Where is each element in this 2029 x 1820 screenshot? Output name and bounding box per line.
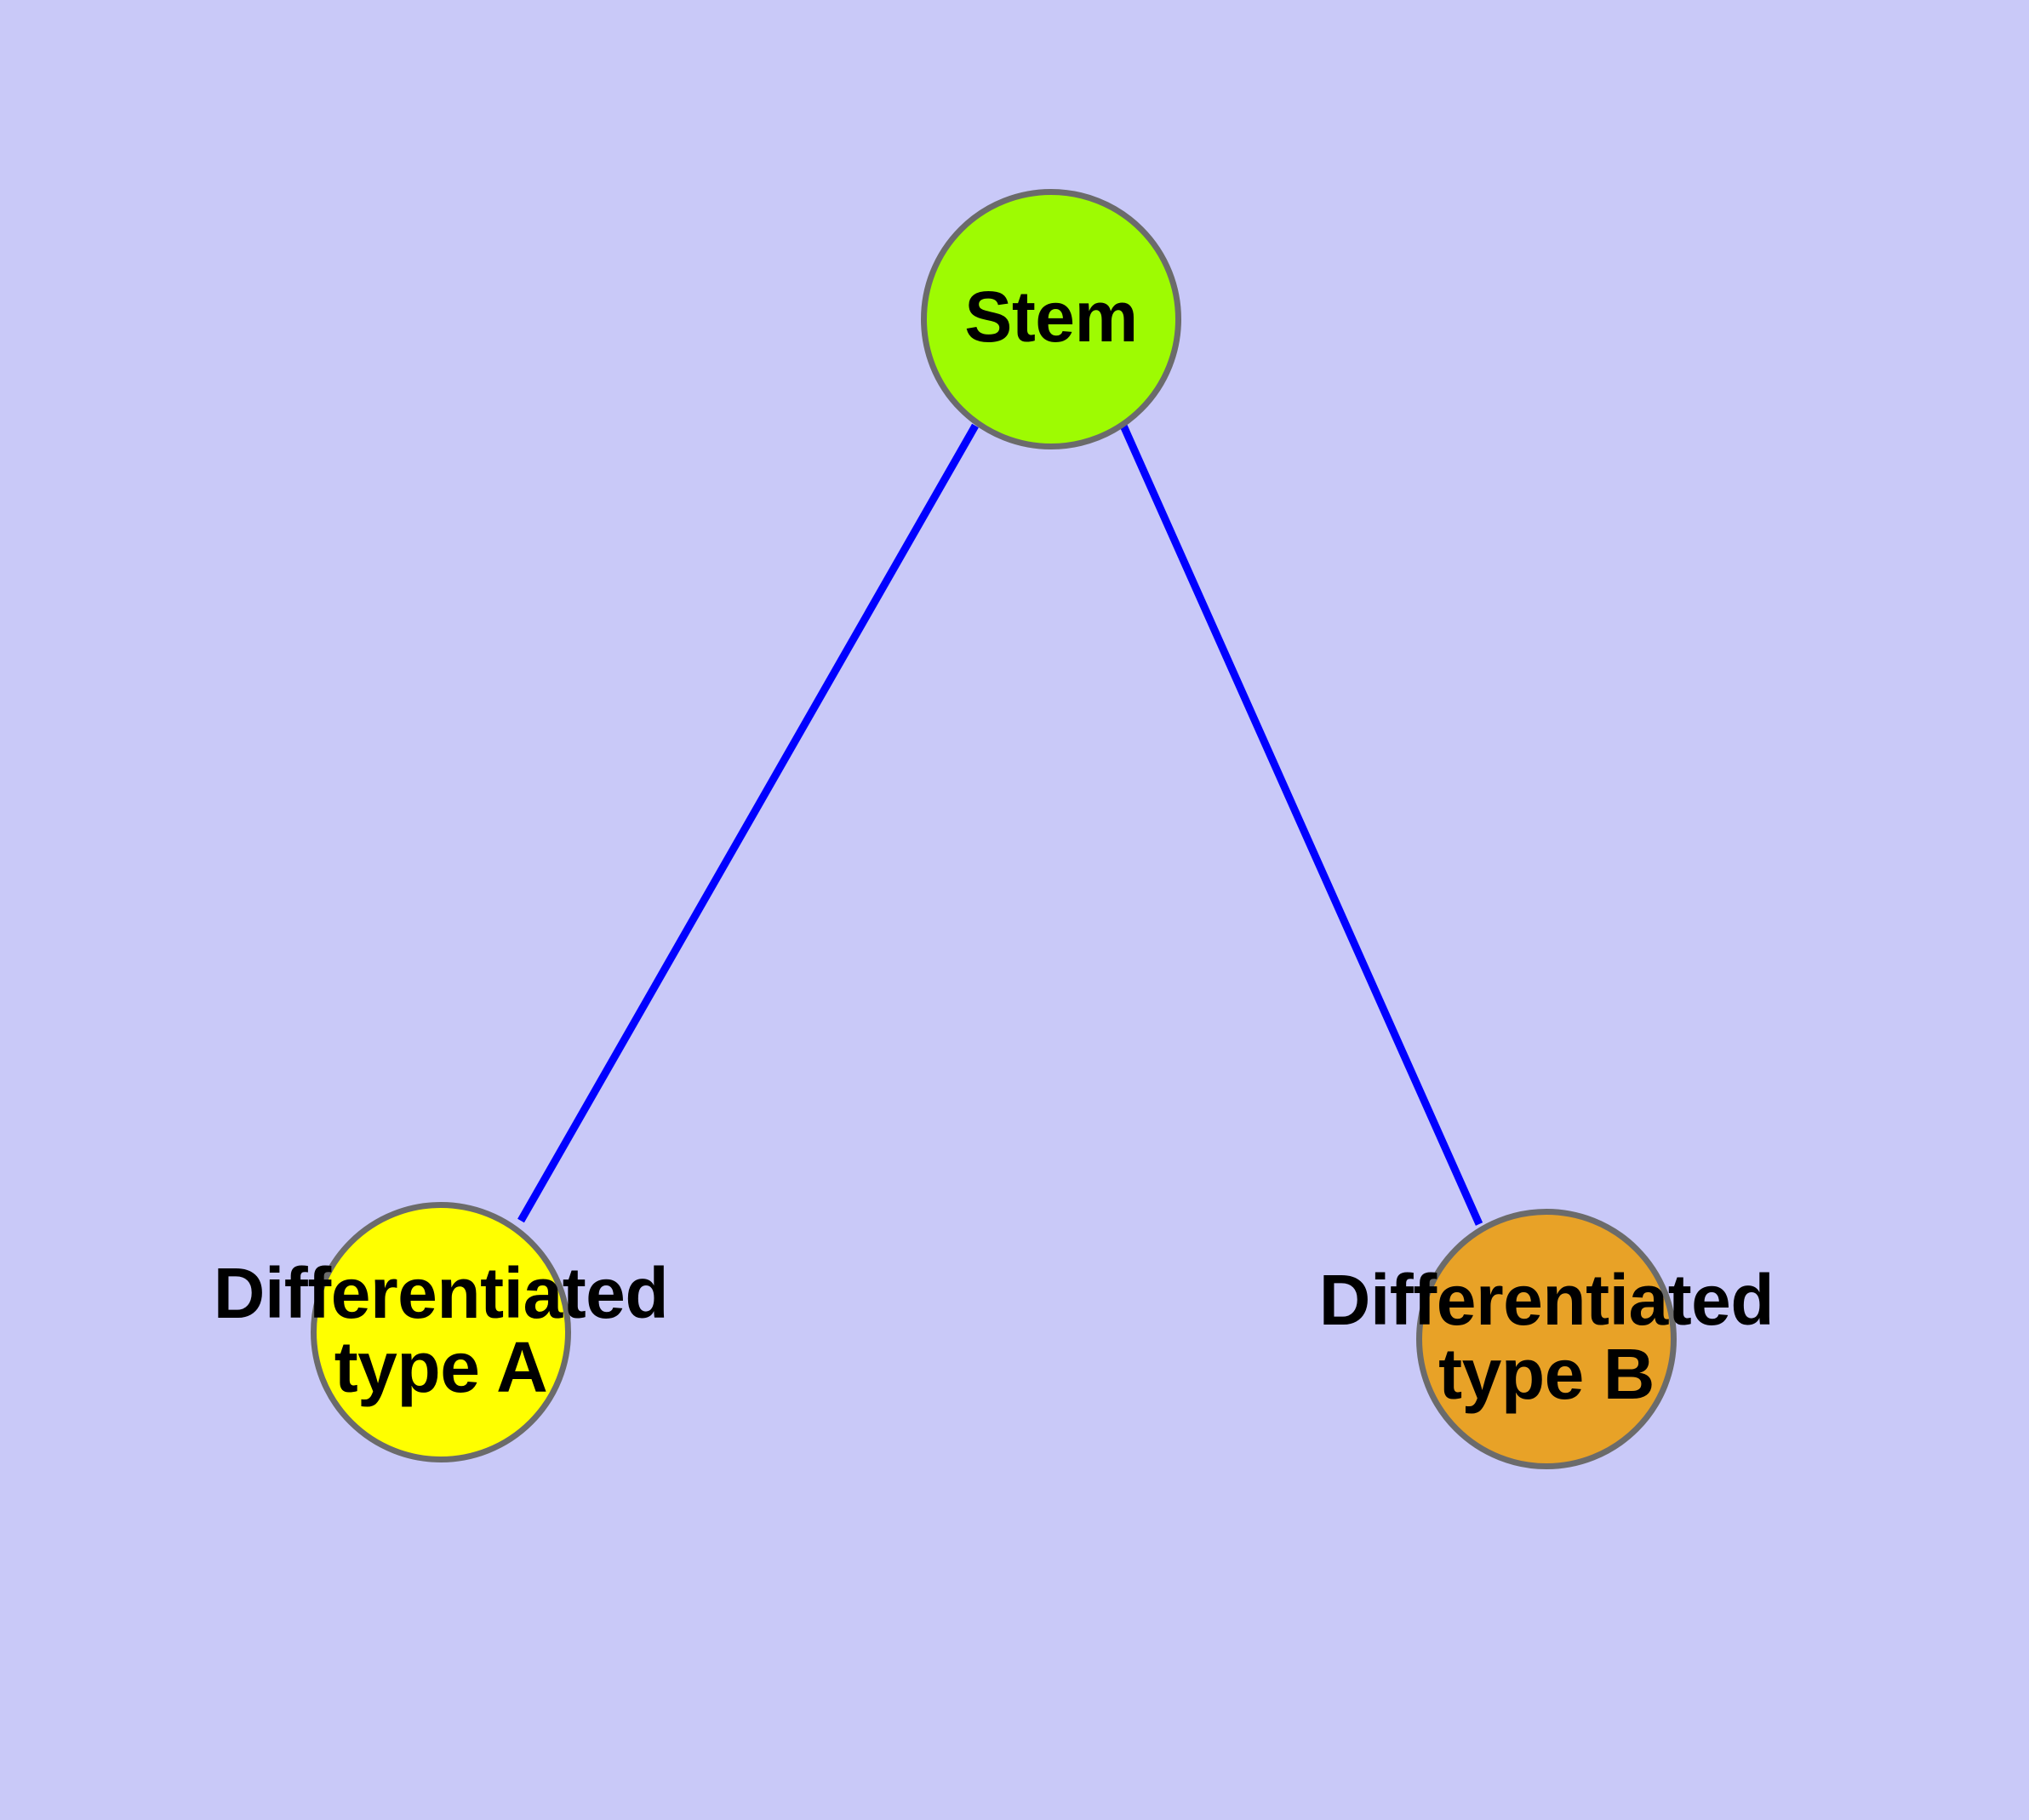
edge-stem-to-differentiated-type-b (1119, 424, 1483, 1226)
node-differentiated-type-b[interactable] (1416, 1209, 1677, 1469)
node-stem[interactable] (921, 189, 1181, 449)
node-differentiated-type-a[interactable] (311, 1202, 571, 1462)
edge-stem-to-differentiated-type-a (517, 423, 979, 1223)
